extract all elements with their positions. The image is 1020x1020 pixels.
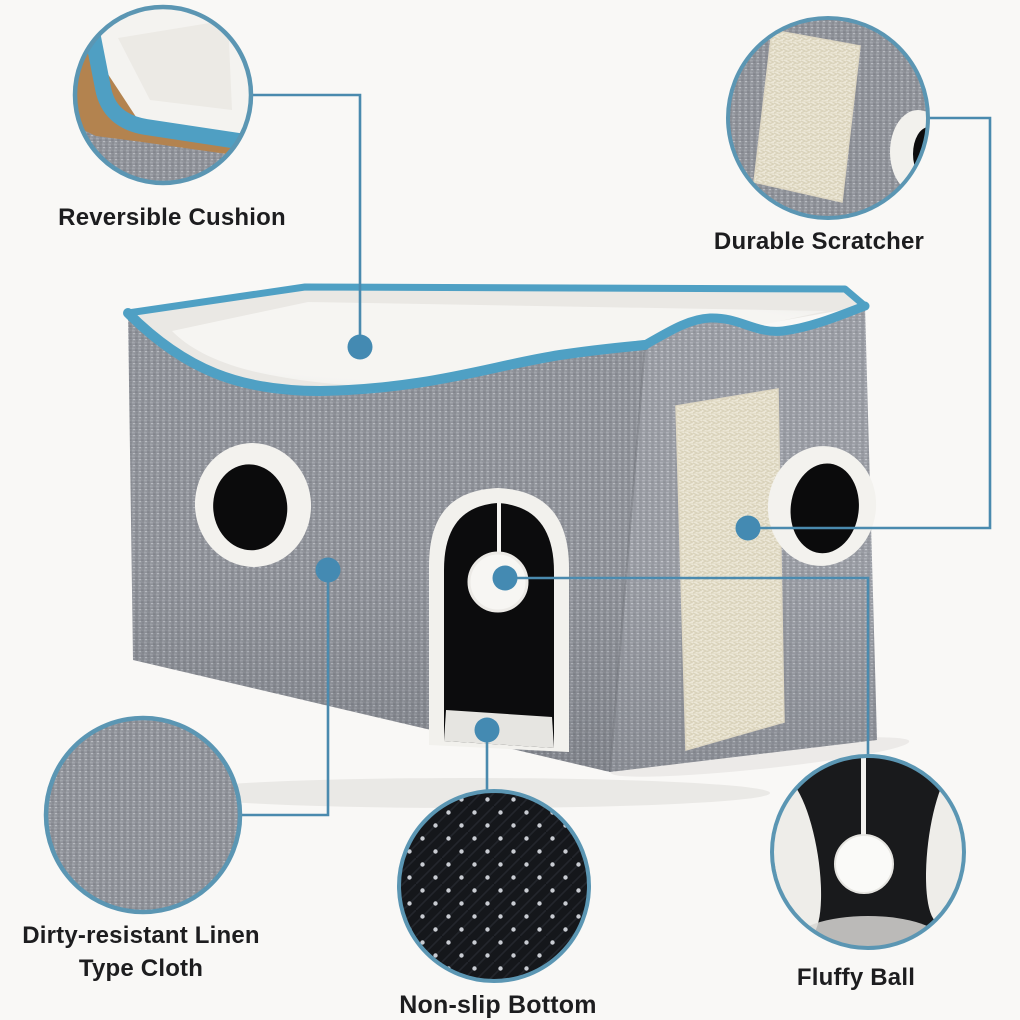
- anchor-dot-non-slip: [474, 717, 500, 743]
- label-dirty-resistant-linen-line1: Dirty-resistant Linen: [22, 922, 260, 949]
- leader-line-linen-cloth: [240, 570, 330, 817]
- callout-image-fluffy-ball: [772, 756, 964, 948]
- ground-shadow-right: [610, 737, 910, 777]
- ball-detail-floor: [793, 916, 943, 948]
- callout-circle-fluffy-ball: [770, 754, 966, 950]
- callout-image-non-slip-bottom: [399, 791, 589, 981]
- callout-circle-reversible-cushion: [72, 4, 254, 186]
- label-durable-scratcher: Durable Scratcher: [713, 228, 925, 255]
- callout-image-linen-cloth: [46, 718, 240, 912]
- cushion-shading: [172, 302, 826, 387]
- sisal-scratch-panel: [675, 388, 785, 751]
- anchor-dot-fluffy-ball: [492, 565, 518, 591]
- cushion-fold: [118, 20, 232, 110]
- callout-circle-non-slip-bottom: [397, 789, 591, 983]
- ball-detail-pom: [834, 834, 894, 894]
- label-dirty-resistant-linen: Dirty-resistant Linen Type Cloth: [22, 919, 260, 985]
- anchor-dot-scratcher: [735, 515, 761, 541]
- label-dirty-resistant-linen-line2: Type Cloth: [78, 955, 204, 982]
- side-peephole: [767, 446, 877, 566]
- leader-line-durable-scratcher: [748, 116, 992, 530]
- door-opening: [444, 503, 554, 748]
- label-non-slip-bottom: Non-slip Bottom: [399, 991, 597, 1019]
- anchor-dot-cushion: [347, 334, 373, 360]
- callout-circle-durable-scratcher: [726, 16, 930, 220]
- callout-image-durable-scratcher: [728, 18, 928, 218]
- leader-lines: [240, 93, 992, 817]
- label-fluffy-ball: Fluffy Ball: [796, 964, 916, 991]
- door-arch: [429, 488, 569, 752]
- anchor-dot-linen: [315, 557, 341, 583]
- trim-right-scallop: [640, 301, 870, 350]
- scratcher-hole: [913, 127, 928, 181]
- scratcher-panel-detail: [753, 29, 861, 203]
- anchor-dots: [315, 334, 761, 743]
- trim-back-rim: [124, 283, 869, 317]
- trim-front-scallop: [123, 308, 650, 397]
- leader-line-reversible-cushion: [251, 93, 362, 347]
- front-peephole: [194, 443, 312, 567]
- callout-circle-linen-cloth: [43, 715, 243, 915]
- leader-line-fluffy-ball: [505, 576, 870, 758]
- ball-detail-string: [861, 756, 866, 838]
- cat-house-product: [123, 283, 910, 808]
- label-reversible-cushion: Reversible Cushion: [58, 204, 286, 231]
- corner-edge: [609, 344, 646, 773]
- cushion-trim-detail: [82, 14, 251, 152]
- callout-image-reversible-cushion: [75, 7, 251, 183]
